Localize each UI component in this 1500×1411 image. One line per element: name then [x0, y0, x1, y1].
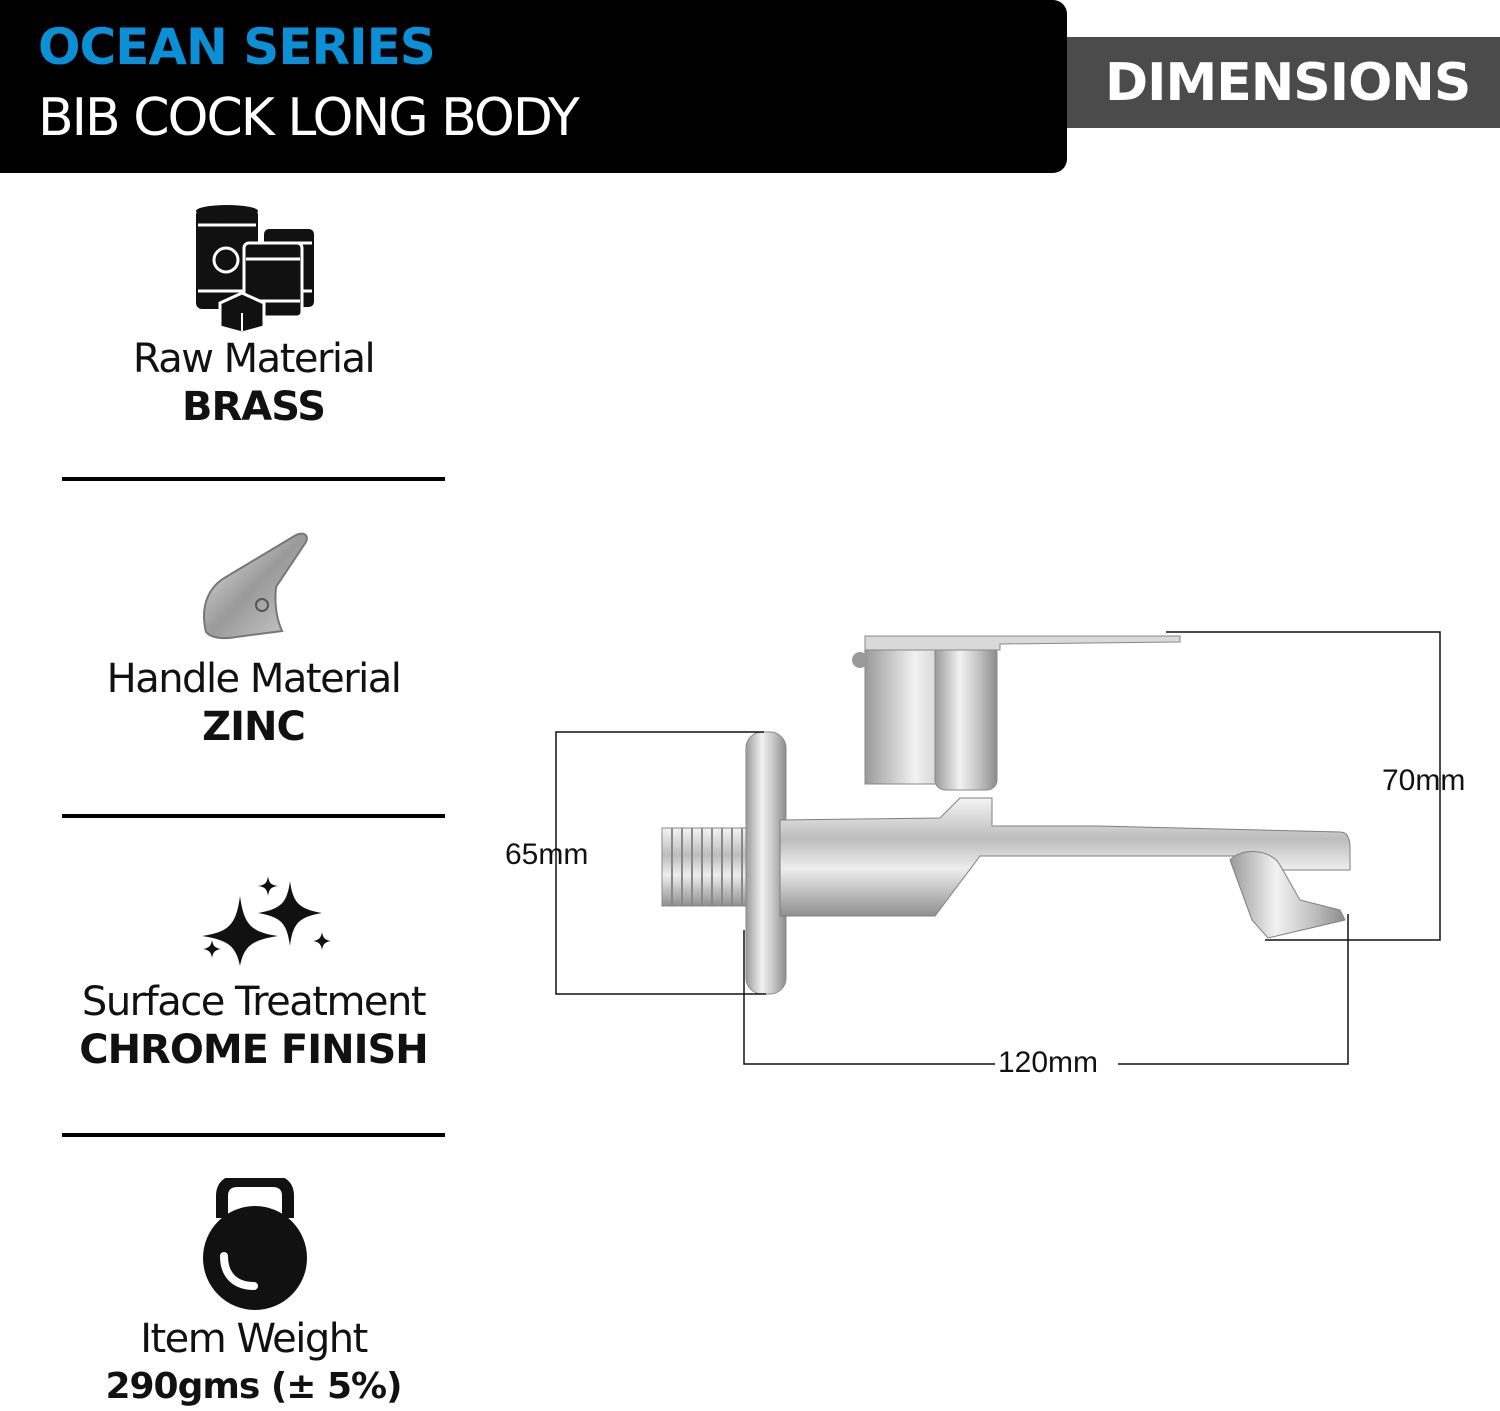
- spec-handle-material: Handle Material ZINC: [62, 655, 445, 751]
- faucet-handle-icon: [203, 532, 308, 640]
- dimensions-tab: DIMENSIONS: [1067, 37, 1500, 128]
- divider: [62, 814, 445, 818]
- spec-label: Item Weight: [140, 1316, 368, 1362]
- kettlebell-icon: [203, 1178, 307, 1310]
- spec-value: BRASS: [181, 384, 326, 430]
- product-title: BIB COCK LONG BODY: [38, 88, 580, 148]
- spec-value: CHROME FINISH: [79, 1027, 429, 1073]
- faucet-drawing: [555, 631, 1441, 1065]
- dimension-height-top: 70mm: [1382, 764, 1466, 797]
- dimension-height-wall: 65mm: [505, 838, 589, 871]
- series-title: OCEAN SERIES: [38, 18, 436, 76]
- spec-raw-material: Raw Material BRASS: [62, 335, 445, 431]
- dimension-length: 120mm: [998, 1046, 1099, 1079]
- spec-label: Surface Treatment: [81, 979, 427, 1025]
- divider: [62, 477, 445, 481]
- spec-value: ZINC: [202, 704, 306, 750]
- spec-value: 290gms (± 5%): [105, 1366, 402, 1407]
- spec-surface-treatment: Surface Treatment CHROME FINISH: [62, 978, 445, 1074]
- header-banner: OCEAN SERIES BIB COCK LONG BODY: [0, 0, 1067, 173]
- sparkles-icon: [202, 876, 331, 966]
- divider: [62, 1133, 445, 1137]
- barrels-icon: [196, 205, 314, 333]
- spec-label: Handle Material: [106, 656, 402, 702]
- dimensions-label: DIMENSIONS: [1105, 53, 1471, 113]
- spec-item-weight: Item Weight 290gms (± 5%): [62, 1315, 445, 1411]
- spec-label: Raw Material: [132, 336, 376, 382]
